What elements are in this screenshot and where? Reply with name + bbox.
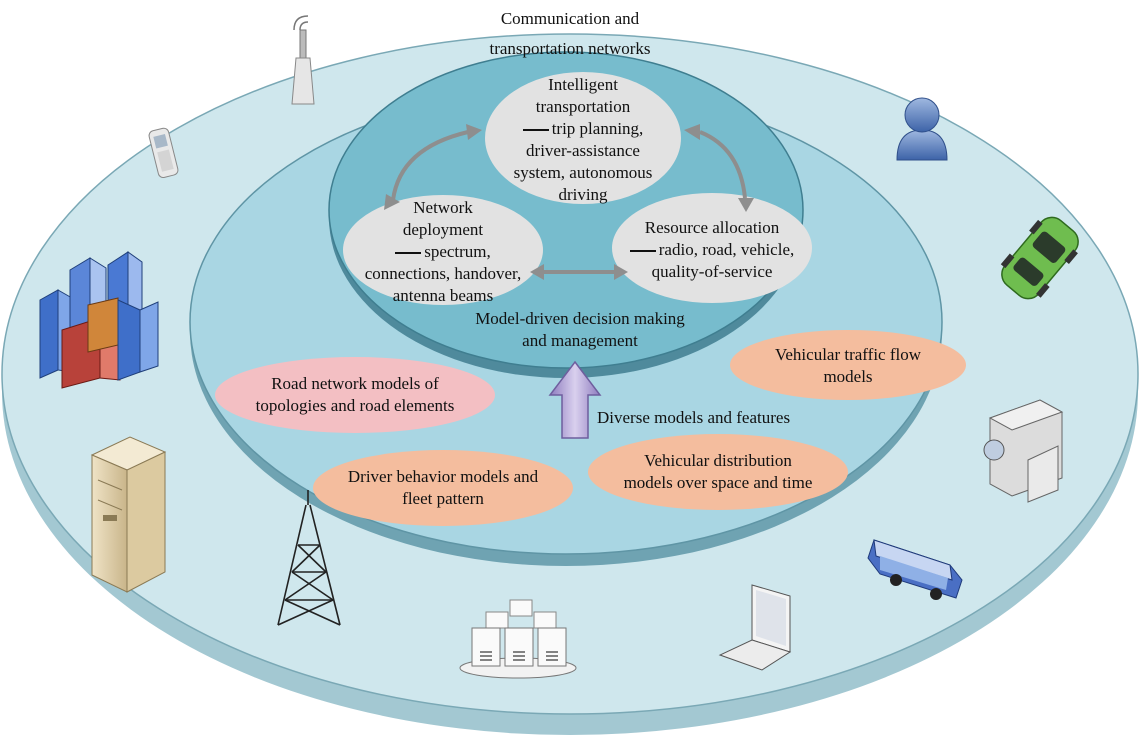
resource-line3: quality-of-service xyxy=(651,262,773,281)
intelligent-line6: driving xyxy=(558,185,608,204)
network-deployment-text: Network deployment spectrum, connections… xyxy=(343,197,543,307)
road-line2: topologies and road elements xyxy=(255,396,455,415)
laptop-icon xyxy=(718,584,792,671)
driver-line1: Driver behavior models and xyxy=(347,467,539,486)
bus-icon xyxy=(867,539,963,600)
user-icon xyxy=(896,97,948,161)
vehicular-distribution-oval xyxy=(588,434,848,510)
models-up-arrow xyxy=(548,360,602,439)
model-driven-line2: and management xyxy=(522,331,638,350)
traffic-flow-oval xyxy=(730,330,966,400)
arrow-intelligent-resource xyxy=(699,130,747,199)
traffic-flow-text: Vehicular traffic flow models xyxy=(738,344,958,388)
network-line3: spectrum, xyxy=(343,241,543,263)
road-network-oval xyxy=(215,357,495,433)
arrowhead xyxy=(614,264,628,280)
arrow-network-intelligent xyxy=(391,130,469,201)
diverse-models-label: Diverse models and features xyxy=(597,407,837,429)
outer-label-line2: transportation networks xyxy=(489,39,651,58)
arrowhead xyxy=(466,124,482,140)
outer-label-line1: Communication and xyxy=(500,9,640,28)
antenna-icon xyxy=(291,15,315,105)
transmission-tower-icon xyxy=(277,490,341,626)
driver-behavior-text: Driver behavior models and fleet pattern xyxy=(313,466,573,510)
distribution-line1: Vehicular distribution xyxy=(644,451,792,470)
driver-line2: fleet pattern xyxy=(402,489,484,508)
arrowhead xyxy=(738,198,754,212)
city-buildings-icon xyxy=(39,251,159,389)
network-line2: deployment xyxy=(402,220,484,239)
model-driven-line1: Model-driven decision making xyxy=(475,309,685,328)
driver-behavior-oval xyxy=(313,450,573,526)
intelligent-transportation-text: Intelligent transportation trip planning… xyxy=(483,74,683,206)
network-line5: antenna beams xyxy=(392,286,494,305)
server-cluster-icon xyxy=(459,599,577,679)
intelligent-line1: Intelligent xyxy=(548,75,618,94)
vehicular-distribution-text: Vehicular distribution models over space… xyxy=(588,450,848,494)
intelligent-line5: system, autonomous xyxy=(513,163,653,182)
diverse-models-text: Diverse models and features xyxy=(597,408,791,427)
arrowhead xyxy=(684,124,700,140)
arrowhead xyxy=(384,194,400,210)
server-cabinet-icon xyxy=(90,436,167,593)
road-line1: Road network models of xyxy=(271,374,439,393)
mobile-phone-icon xyxy=(148,127,179,179)
intelligent-line4: driver-assistance xyxy=(526,141,640,160)
car-icon xyxy=(1000,216,1079,300)
intelligent-line2: transportation xyxy=(535,97,631,116)
arrow-heads xyxy=(384,124,754,280)
resource-allocation-text: Resource allocation radio, road, vehicle… xyxy=(612,217,812,283)
camcorder-icon xyxy=(983,399,1064,503)
resource-line2: radio, road, vehicle, xyxy=(612,239,812,261)
outer-network-label: Communication and transportation network… xyxy=(420,8,720,60)
distribution-line2: models over space and time xyxy=(623,473,813,492)
model-driven-label: Model-driven decision making and managem… xyxy=(440,308,720,352)
network-line4: connections, handover, xyxy=(364,264,522,283)
network-line1: Network xyxy=(413,198,473,217)
traffic-line1: Vehicular traffic flow xyxy=(774,345,921,364)
arrowhead xyxy=(530,264,544,280)
traffic-line2: models xyxy=(823,367,873,386)
intelligent-line3: trip planning, xyxy=(483,118,683,140)
road-network-text: Road network models of topologies and ro… xyxy=(225,373,485,417)
bubble-arrows xyxy=(391,130,747,274)
resource-line1: Resource allocation xyxy=(644,218,780,237)
